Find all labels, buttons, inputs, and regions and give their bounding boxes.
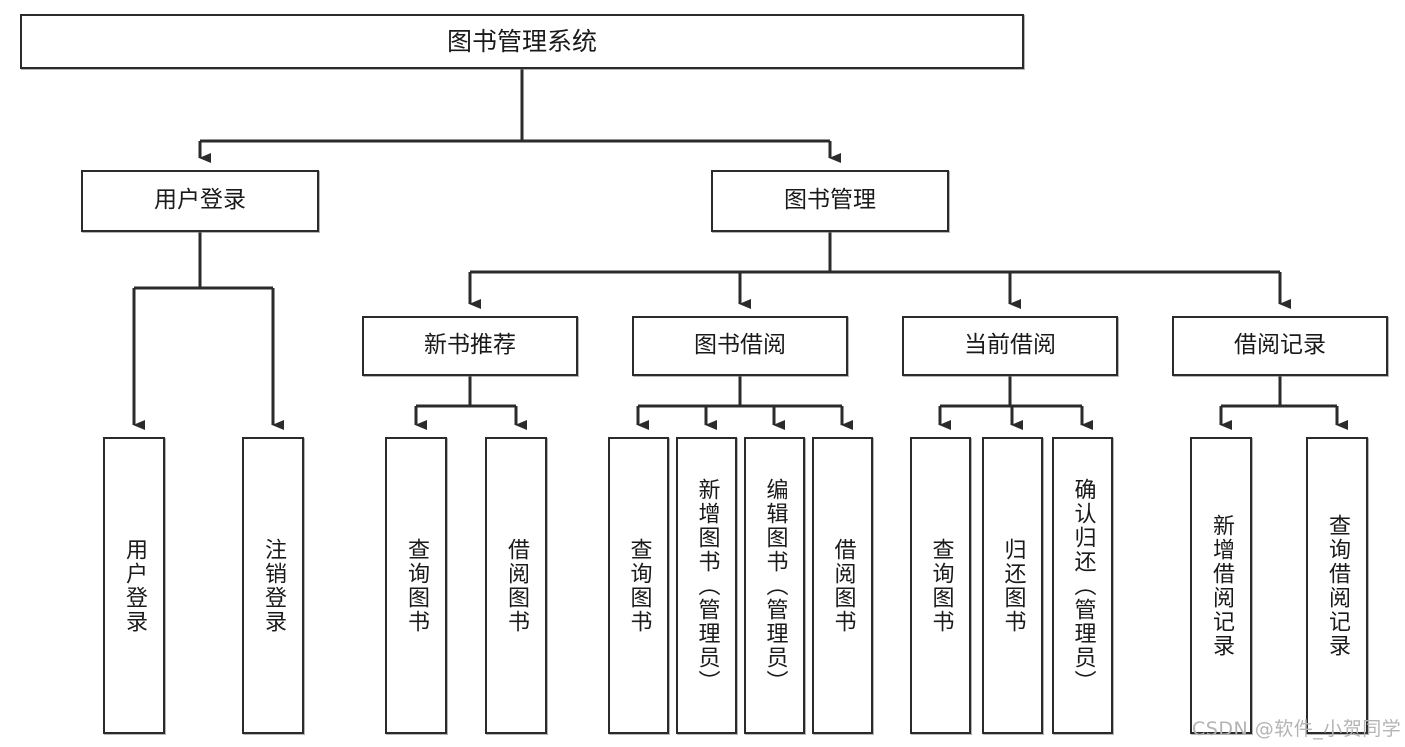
node-user-login[interactable]: 用户登录 — [81, 170, 319, 232]
node-book-borrow[interactable]: 图书借阅 — [632, 316, 848, 376]
node-leaf-borrow-book-1[interactable]: 借阅图书 — [485, 437, 547, 734]
watermark-text: CSDN @软件_小贺同学 — [1192, 718, 1402, 740]
node-leaf-logout-label: 注销登录 — [260, 537, 286, 634]
node-leaf-return-book-label: 归还图书 — [1000, 537, 1026, 634]
node-leaf-logout[interactable]: 注销登录 — [242, 437, 304, 734]
node-leaf-confirm-return[interactable]: 确认归还（管理员） — [1052, 437, 1113, 734]
node-leaf-query-book-3[interactable]: 查询图书 — [910, 437, 971, 734]
node-leaf-query-record[interactable]: 查询借阅记录 — [1306, 437, 1368, 734]
node-root[interactable]: 图书管理系统 — [20, 14, 1024, 69]
node-leaf-return-book[interactable]: 归还图书 — [982, 437, 1043, 734]
node-book-manage-label: 图书管理 — [784, 187, 876, 214]
node-root-label: 图书管理系统 — [446, 26, 597, 56]
node-leaf-add-book[interactable]: 新增图书（管理员） — [676, 437, 737, 734]
node-leaf-user-login-label: 用户登录 — [121, 537, 147, 634]
node-leaf-query-book-1-label: 查询图书 — [403, 537, 429, 634]
node-leaf-query-book-1[interactable]: 查询图书 — [385, 437, 447, 734]
node-leaf-query-book-3-label: 查询图书 — [928, 537, 954, 634]
node-leaf-add-record-label: 新增借阅记录 — [1208, 513, 1234, 658]
node-borrow-record[interactable]: 借阅记录 — [1172, 316, 1388, 376]
node-current-borrow[interactable]: 当前借阅 — [902, 316, 1118, 376]
node-leaf-borrow-book-2[interactable]: 借阅图书 — [812, 437, 873, 734]
node-leaf-edit-book-label: 编辑图书（管理员） — [762, 477, 788, 694]
node-leaf-query-book-2[interactable]: 查询图书 — [608, 437, 669, 734]
node-leaf-add-book-label: 新增图书（管理员） — [694, 477, 720, 694]
node-user-login-label: 用户登录 — [154, 187, 246, 214]
node-book-borrow-label: 图书借阅 — [694, 332, 786, 359]
node-leaf-user-login[interactable]: 用户登录 — [103, 437, 165, 734]
node-leaf-edit-book[interactable]: 编辑图书（管理员） — [744, 437, 805, 734]
node-borrow-record-label: 借阅记录 — [1234, 332, 1326, 359]
node-new-book-recommend-label: 新书推荐 — [424, 332, 516, 359]
node-leaf-borrow-book-2-label: 借阅图书 — [830, 537, 856, 634]
node-leaf-query-record-label: 查询借阅记录 — [1324, 513, 1350, 658]
node-leaf-confirm-return-label: 确认归还（管理员） — [1070, 477, 1096, 694]
node-leaf-query-book-2-label: 查询图书 — [626, 537, 652, 634]
node-current-borrow-label: 当前借阅 — [964, 332, 1056, 359]
node-book-manage[interactable]: 图书管理 — [711, 170, 949, 232]
node-leaf-borrow-book-1-label: 借阅图书 — [503, 537, 529, 634]
node-new-book-recommend[interactable]: 新书推荐 — [362, 316, 578, 376]
node-leaf-add-record[interactable]: 新增借阅记录 — [1190, 437, 1252, 734]
